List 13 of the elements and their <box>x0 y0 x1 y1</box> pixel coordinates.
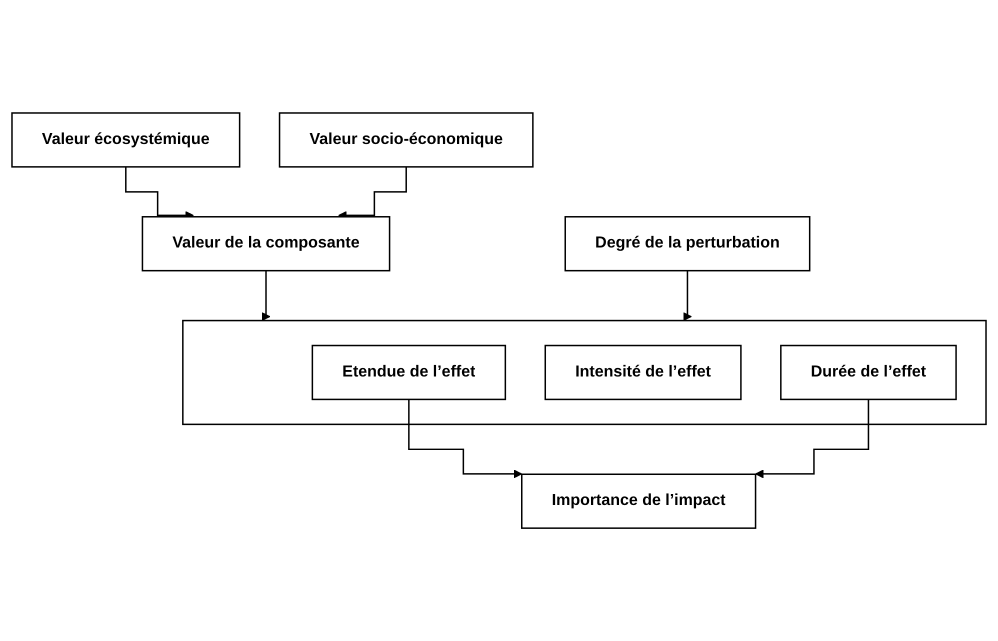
arrow <box>683 270 692 321</box>
node-box: Valeur écosystémique <box>11 112 240 168</box>
node-box: Valeur socio-économique <box>278 112 534 168</box>
cluster <box>182 320 987 426</box>
node-box: Importance de l’impact <box>521 473 756 529</box>
node-box: Etendue de l’effet <box>312 344 506 400</box>
arrow <box>262 270 270 321</box>
node-box: Valeur de la composante <box>142 216 390 272</box>
arrow <box>408 398 522 478</box>
node-box: Durée de l’effet <box>780 344 957 400</box>
node-box: Degré de la perturbation <box>564 216 810 272</box>
arrow <box>755 398 870 478</box>
node-box: Intensité de l’effet <box>544 344 742 400</box>
